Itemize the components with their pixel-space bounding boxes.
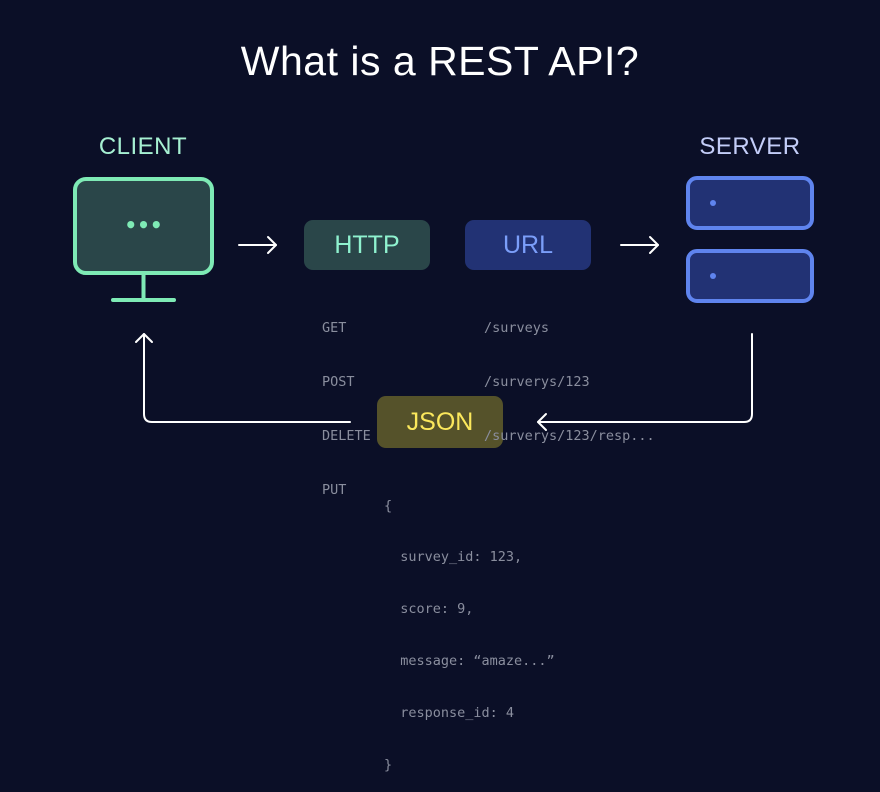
arrow-right-icon (238, 236, 277, 254)
diagram-title: What is a REST API? (240, 38, 640, 84)
arrow-return-to-client-icon (135, 333, 351, 423)
json-response-body: { survey_id: 123, score: 9, message: “am… (384, 463, 555, 792)
diagram-canvas: ••• (73, 176, 814, 431)
arrow-right-icon (620, 236, 659, 254)
http-method: DELETE (322, 428, 371, 444)
url-paths-list: /surveys /surverys/123 /surverys/123/res… (484, 283, 655, 463)
json-line: } (384, 757, 393, 774)
server-label: SERVER (699, 133, 801, 160)
url-path: /surverys/123/resp... (484, 428, 655, 444)
http-method: PUT (322, 482, 347, 498)
arrow-return-to-json-icon (537, 333, 753, 431)
json-line: message: “amaze...” (384, 653, 555, 670)
http-method: POST (322, 374, 355, 390)
json-line: survey_id: 123, (384, 549, 523, 566)
http-methods-list: GET POST DELETE PUT (322, 283, 371, 517)
server-icon (686, 176, 814, 303)
monitor-icon: ••• (73, 177, 214, 302)
url-pill: URL (465, 220, 591, 270)
monitor-screen-dots: ••• (124, 213, 162, 237)
client-label: CLIENT (98, 133, 188, 160)
json-line: response_id: 4 (384, 705, 515, 722)
json-line: { (384, 497, 393, 514)
http-pill: HTTP (304, 220, 430, 270)
url-path: /surveys (484, 320, 550, 336)
json-pill: JSON (377, 396, 503, 448)
url-path: /surverys/123 (484, 374, 590, 390)
json-line: score: 9, (384, 601, 474, 618)
http-method: GET (322, 320, 347, 336)
